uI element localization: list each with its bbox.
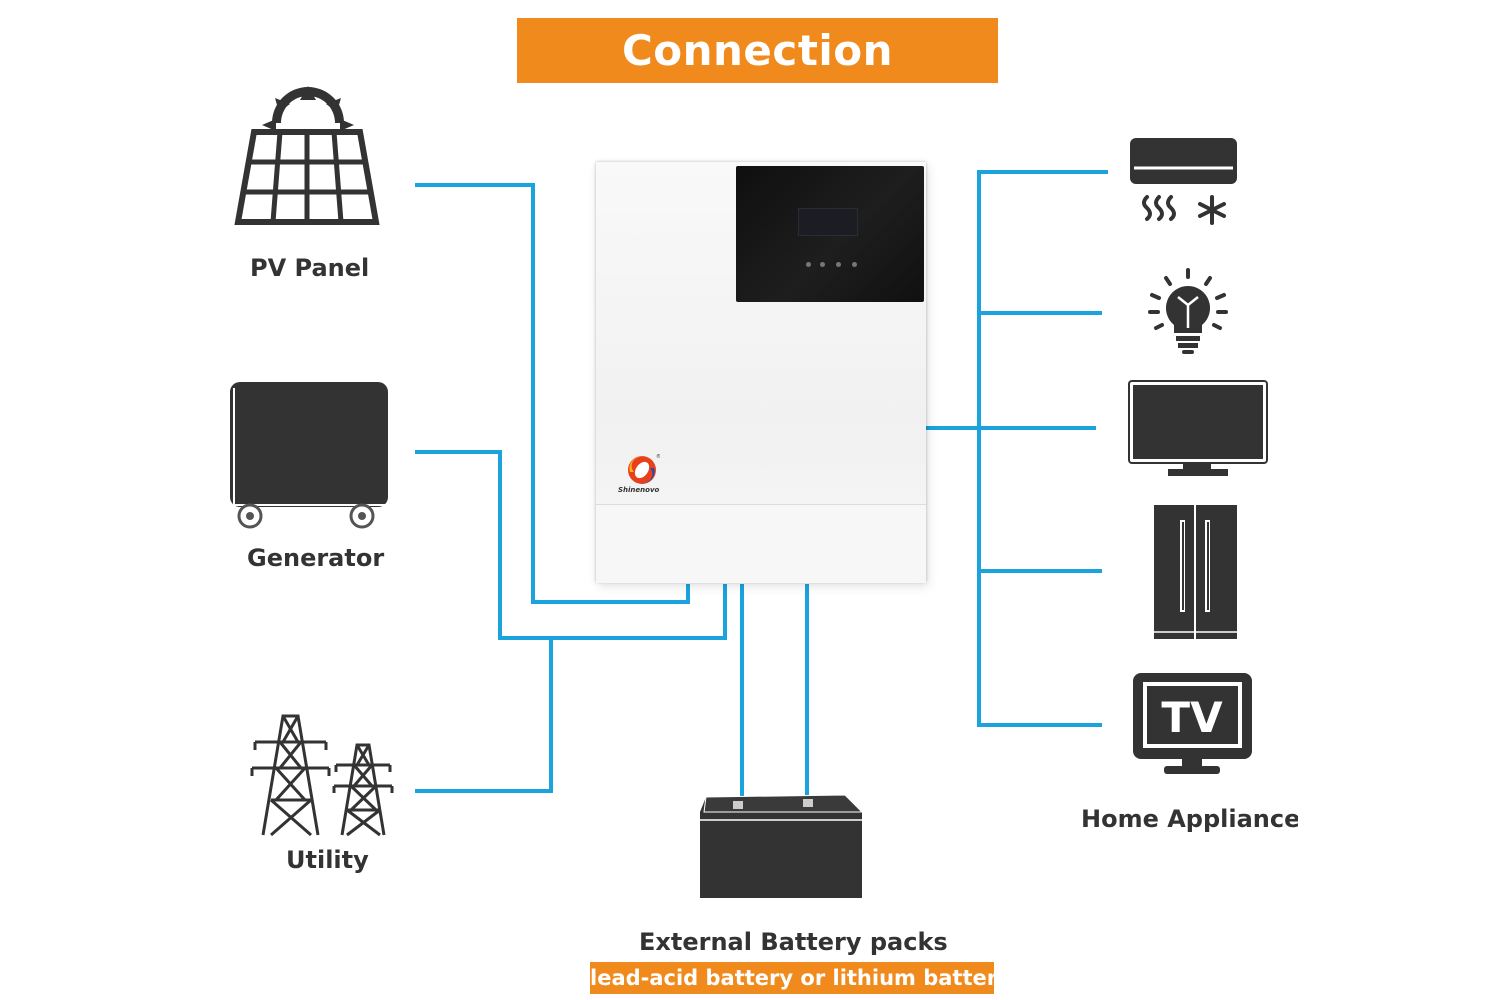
generator-wire [415,450,727,640]
generator-label: Generator [247,544,385,572]
inverter-button [820,262,825,267]
appliance-bus [977,170,1108,727]
utility-wire [415,638,553,793]
inverter-button [852,262,857,267]
diagram-title: Connection diagram [517,18,998,140]
svg-text:®: ® [656,453,660,460]
inverter-icon: ® Shinenovo [596,162,926,583]
battery-label: External Battery packs [639,928,948,956]
inverter-logo: ® [628,453,660,484]
inverter-brand: Shinenovo [618,486,660,494]
home-appliances-label: Home Appliances [1081,805,1298,833]
inverter-button [836,262,841,267]
inverter-bottom-lip [596,504,926,583]
pv-wire [415,183,690,604]
tv-text: TV [1161,693,1223,742]
inverter-lcd [798,208,858,236]
inverter-display [736,166,924,302]
pv-panel-label: PV Panel [250,254,370,282]
utility-label: Utility [286,846,369,874]
inverter-button [806,262,811,267]
battery-type-note: lead-acid battery or lithium battery [590,962,994,994]
